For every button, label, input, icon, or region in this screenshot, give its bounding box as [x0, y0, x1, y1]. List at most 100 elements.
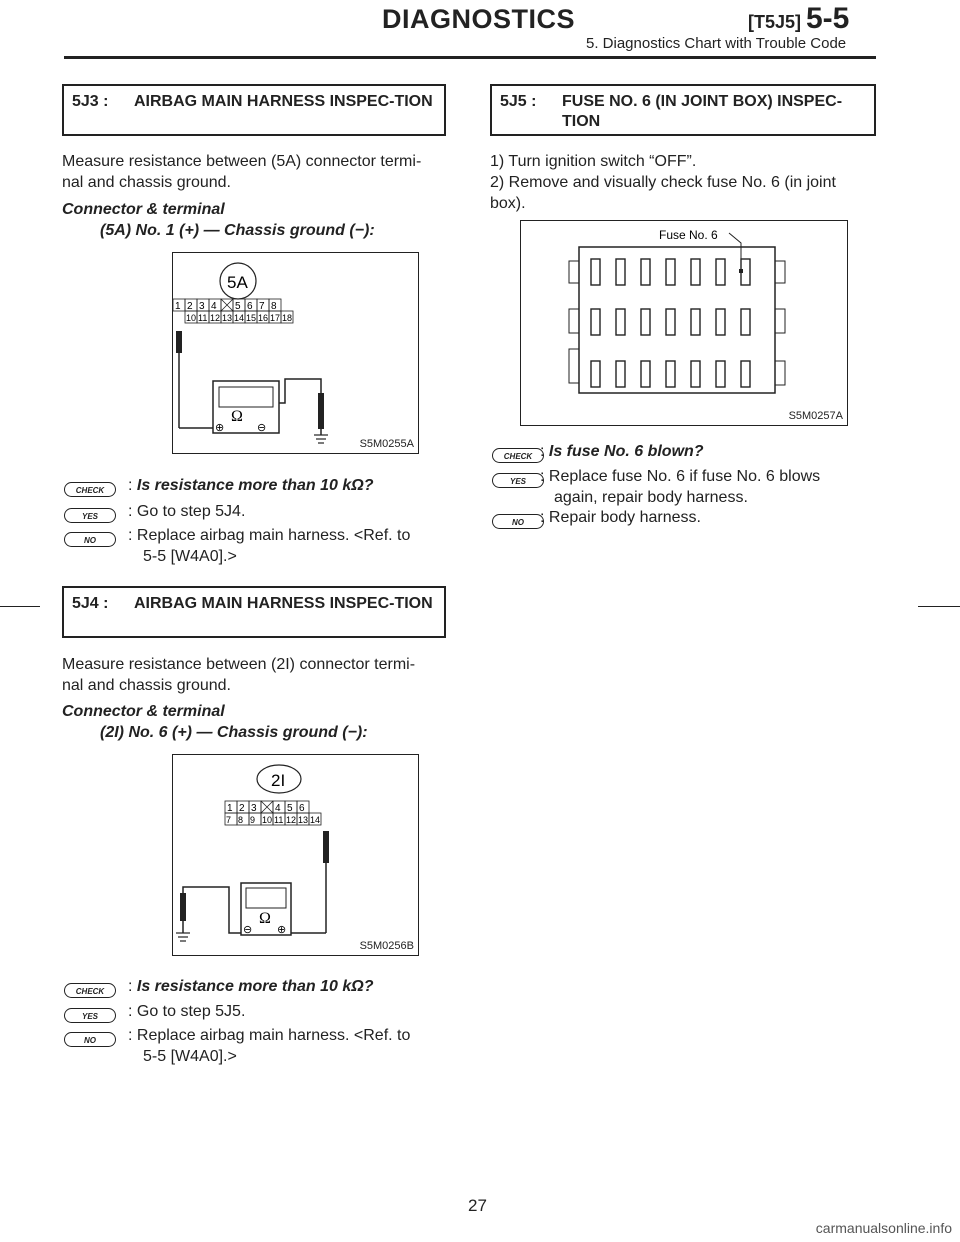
fuse-slot — [640, 258, 651, 286]
fuse-slot — [640, 360, 651, 388]
yes-answer-cont: again, repair body harness. — [554, 489, 748, 506]
fuse-slot — [590, 258, 601, 286]
terminal-number: 5 — [287, 803, 293, 814]
header-code: [T5J5] — [748, 12, 802, 32]
check-icon: CHECK — [492, 448, 544, 463]
step-instruction: box). — [490, 195, 526, 212]
yes-answer: : Replace fuse No. 6 if fuse No. 6 blows — [540, 468, 821, 485]
check-icon: CHECK — [64, 983, 116, 998]
fuse-slot — [740, 360, 751, 388]
connector-heading: Connector & terminal — [62, 201, 225, 218]
terminal-number: 2 — [239, 803, 245, 814]
no-icon: NO — [64, 1032, 116, 1047]
fuse-slot — [715, 258, 726, 286]
terminal-number: 14 — [310, 815, 320, 825]
cut-mark — [0, 606, 40, 607]
terminal-number: 4 — [275, 803, 281, 814]
no-icon: NO — [492, 514, 544, 529]
fuse-slot — [615, 258, 626, 286]
fuse-slot — [615, 360, 626, 388]
fuse-slot — [715, 308, 726, 336]
terminal-number: 7 — [226, 815, 231, 825]
terminal-number: 6 — [299, 803, 305, 814]
joint-box-diagram: Fuse No. 6 — [568, 228, 786, 394]
fuse-slot — [690, 258, 701, 286]
header-title: DIAGNOSTICS — [382, 4, 576, 34]
yes-answer: : Go to step 5J5. — [128, 1003, 246, 1020]
no-answer-cont: 5-5 [W4A0].> — [143, 1048, 237, 1065]
terminal-number: 12 — [286, 815, 296, 825]
step-instruction: 2) Remove and visually check fuse No. 6 … — [490, 174, 836, 191]
page-number: 27 — [468, 1196, 487, 1215]
step-number: 5J4 : — [72, 595, 109, 612]
body-line: Measure resistance between (5A) connecto… — [62, 153, 422, 170]
figure-caption: S5M0257A — [788, 410, 843, 422]
step-title: AIRBAG MAIN HARNESS INSPEC-TION — [134, 595, 433, 612]
fuse-slot — [690, 308, 701, 336]
no-icon: NO — [64, 532, 116, 547]
yes-icon: YES — [492, 473, 544, 488]
fuse-6-marker — [739, 269, 743, 273]
body-line: Measure resistance between (2I) connecto… — [62, 656, 416, 673]
terminal-number: 15 — [246, 313, 256, 323]
svg-text:⊖: ⊖ — [257, 422, 266, 434]
fuse-slot — [690, 360, 701, 388]
terminal-number: 13 — [298, 815, 308, 825]
step-5j5-heading: 5J5 :FUSE NO. 6 (IN JOINT BOX) INSPEC-TI… — [490, 84, 876, 136]
fuse-slot — [590, 360, 601, 388]
no-answer-cont: 5-5 [W4A0].> — [143, 548, 237, 565]
fuse-slot — [615, 308, 626, 336]
no-answer: : Replace airbag main harness. <Ref. to — [128, 1027, 411, 1044]
connector-label: 5A — [227, 273, 248, 292]
terminal-number: 10 — [262, 815, 272, 825]
step-5j3-heading: 5J3 : AIRBAG MAIN HARNESS INSPEC-TION — [62, 84, 446, 136]
connector-spec: (2I) No. 6 (+) — Chassis ground (−): — [100, 724, 368, 741]
step-title: AIRBAG MAIN HARNESS INSPEC-TION — [134, 93, 433, 110]
terminal-number: 3 — [199, 301, 205, 312]
fuse-slot — [665, 308, 676, 336]
body-line: nal and chassis ground. — [62, 174, 231, 191]
terminal-number: 1 — [227, 803, 233, 814]
watermark: carmanualsonline.info — [815, 1220, 952, 1236]
figure-caption: S5M0256B — [359, 940, 414, 952]
terminal-number: 12 — [210, 313, 220, 323]
fuse-slot — [665, 360, 676, 388]
connector-heading: Connector & terminal — [62, 703, 225, 720]
check-question: : Is resistance more than 10 kΩ? — [128, 978, 374, 995]
terminal-number: 6 — [247, 301, 253, 312]
terminal-number: 18 — [282, 313, 292, 323]
yes-icon: YES — [64, 1008, 116, 1023]
terminal-number: 11 — [274, 815, 283, 825]
no-answer: : Replace airbag main harness. <Ref. to — [128, 527, 411, 544]
check-question: : Is resistance more than 10 kΩ? — [128, 477, 374, 494]
no-answer: : Repair body harness. — [540, 509, 701, 526]
connector-spec: (5A) No. 1 (+) — Chassis ground (−): — [100, 222, 375, 239]
check-question: : Is fuse No. 6 blown? — [540, 443, 704, 460]
connector-label: 2I — [271, 771, 285, 790]
step-number: 5J3 : — [72, 93, 109, 110]
terminal-number: 7 — [259, 301, 265, 312]
figure-caption: S5M0255A — [359, 438, 414, 450]
svg-text:⊕: ⊕ — [215, 422, 224, 434]
terminal-number: 17 — [270, 313, 280, 323]
terminal-number: 3 — [251, 803, 257, 814]
yes-answer: : Go to step 5J4. — [128, 503, 246, 520]
terminal-number: 16 — [258, 313, 268, 323]
terminal-number: 9 — [250, 815, 255, 825]
header-section: 5-5 — [806, 2, 850, 35]
fuse-slot — [740, 308, 751, 336]
svg-text:⊖: ⊖ — [243, 924, 252, 936]
step-5j4-heading: 5J4 : AIRBAG MAIN HARNESS INSPEC-TION — [62, 586, 446, 638]
fuse-slot — [715, 360, 726, 388]
figure-fuse-box: Fuse No. 6 S5M0257A — [520, 220, 848, 426]
terminal-number: 8 — [238, 815, 243, 825]
cut-mark — [918, 606, 960, 607]
step-instruction: 1) Turn ignition switch “OFF”. — [490, 153, 697, 170]
terminal-number: 8 — [271, 301, 277, 312]
fuse-slot — [640, 308, 651, 336]
terminal-number: 10 — [186, 313, 196, 323]
